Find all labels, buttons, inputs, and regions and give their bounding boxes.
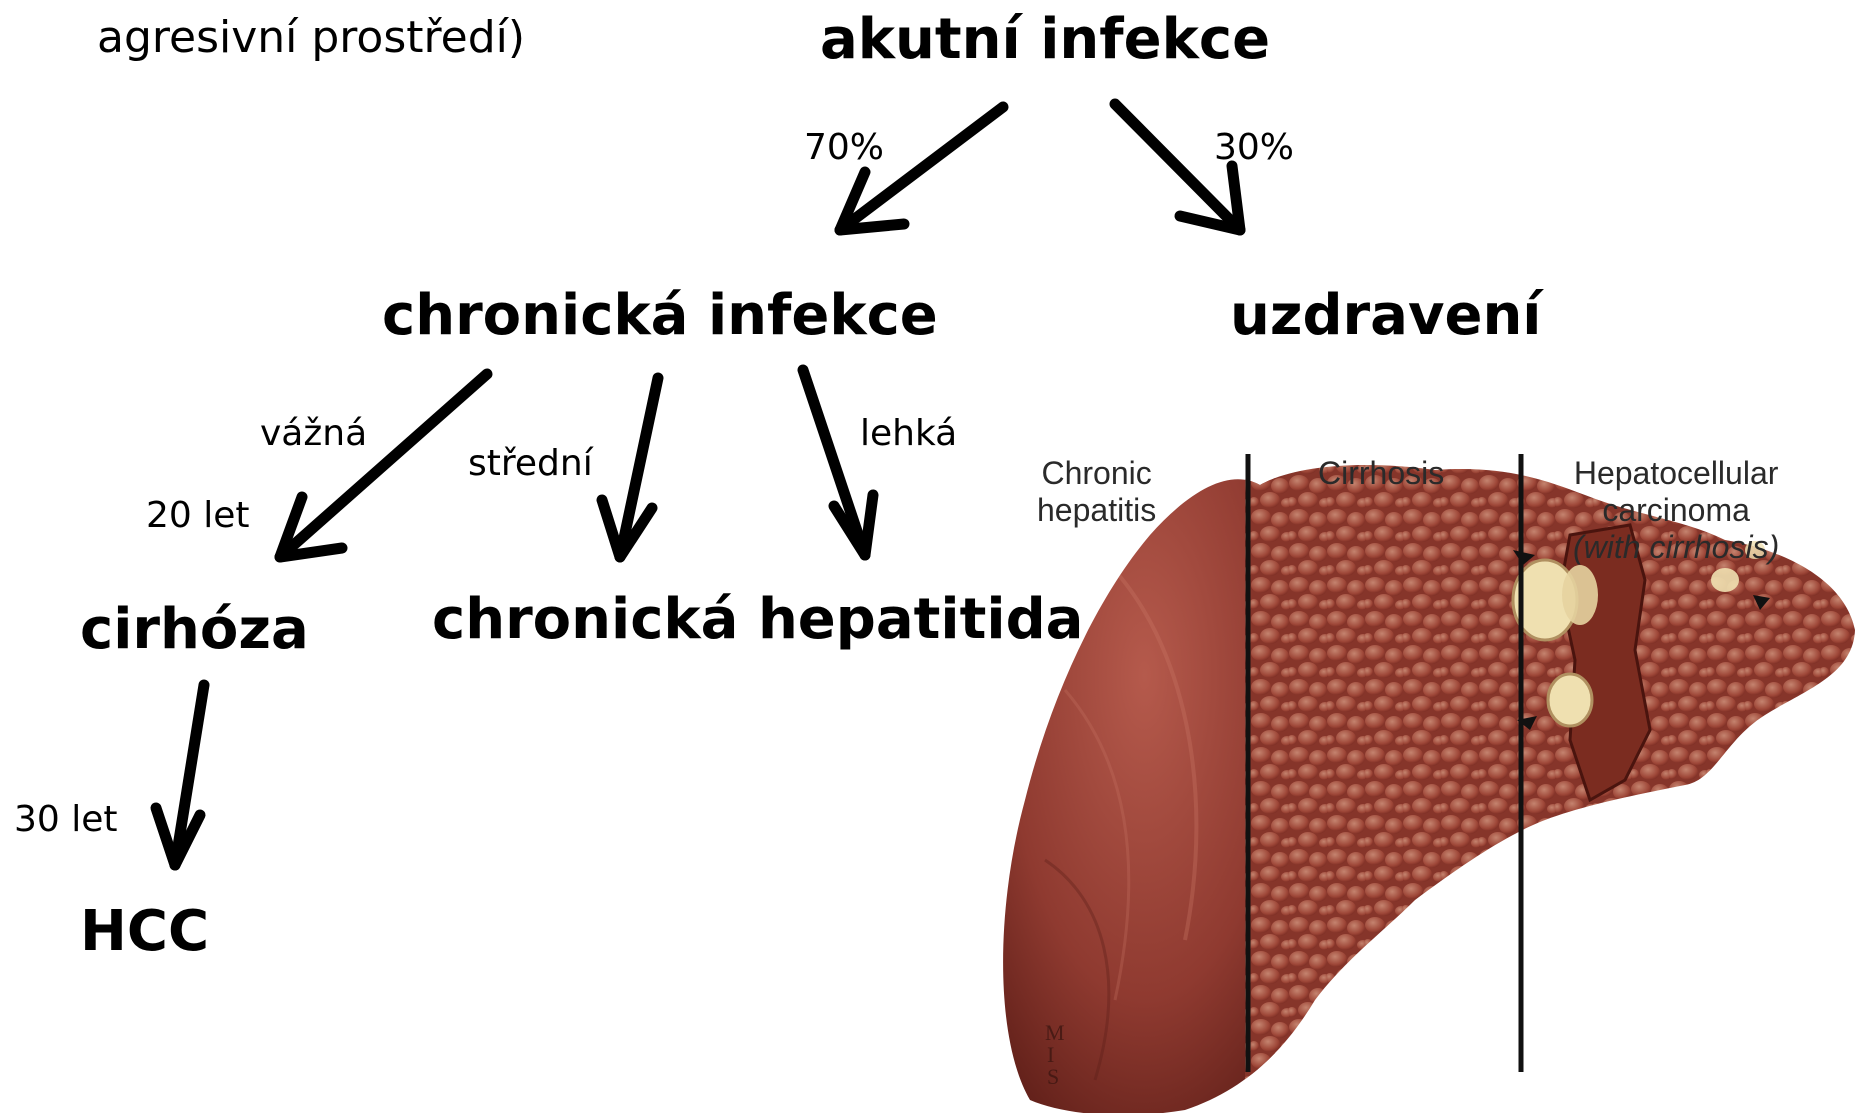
liver-illustration: M I S Chronic hepatitis Cirrhosis Hepato… bbox=[985, 440, 1857, 1113]
figure-label-chronic-hepatitis: Chronic hepatitis bbox=[1037, 455, 1156, 529]
arrow-acute-to-chronic bbox=[840, 107, 1003, 230]
arrow-cirrhosis-to-hcc bbox=[156, 685, 204, 865]
arrow-acute-to-recovery bbox=[1115, 104, 1240, 230]
arrow-chronic-to-hepatitis-mild bbox=[803, 370, 873, 555]
figure-label-chronic-line1: Chronic bbox=[1037, 455, 1156, 492]
artist-signature-mark: S bbox=[1047, 1064, 1059, 1089]
tumor-nodule bbox=[1562, 565, 1598, 625]
tumor-nodule bbox=[1548, 674, 1592, 726]
figure-label-cirrhosis-text: Cirrhosis bbox=[1318, 455, 1444, 492]
arrow-chronic-to-hepatitis-moderate bbox=[602, 378, 658, 557]
figure-label-hcc-line3: (with cirrhosis) bbox=[1573, 529, 1779, 566]
tumor-nodule bbox=[1711, 568, 1739, 592]
figure-label-hcc: Hepatocellular carcinoma (with cirrhosis… bbox=[1573, 455, 1779, 565]
figure-label-hcc-line1: Hepatocellular bbox=[1573, 455, 1779, 492]
figure-label-chronic-line2: hepatitis bbox=[1037, 492, 1156, 529]
arrow-chronic-to-cirrhosis bbox=[280, 374, 487, 557]
figure-label-hcc-line2: carcinoma bbox=[1573, 492, 1779, 529]
figure-label-cirrhosis: Cirrhosis bbox=[1318, 455, 1444, 492]
